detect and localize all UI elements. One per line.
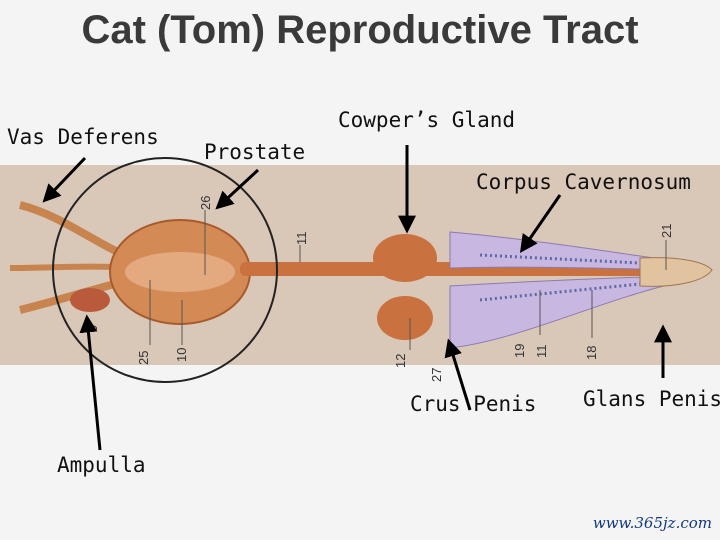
ref-number: 21 [659,224,674,238]
ref-number: 10 [174,348,189,362]
prostate-arrow [215,168,260,210]
ampulla-arrow [79,314,102,451]
ref-number: 11 [294,232,309,246]
page-title: Cat (Tom) Reproductive Tract [81,8,639,52]
ref-number: 27 [429,368,444,382]
crus-penis-arrow [444,338,472,411]
ref-number: 19 [512,344,527,358]
label-vas-deferens: Vas Deferens [7,125,159,149]
corpus-cavernosum-arrow [519,194,562,253]
ref-number: 18 [584,346,599,360]
label-cowpers-gland: Cowper’s Gland [338,108,516,132]
cowpers-gland-lower [377,296,433,340]
ref-number: 11 [534,345,549,359]
ref-number: 12 [393,354,408,368]
label-prostate: Prostate [204,140,306,164]
cowpers-gland-upper [373,234,437,282]
label-corpus-cavernosum: Corpus Cavernosum [476,170,691,194]
glans-penis-shape [639,257,713,287]
vas-deferens-arrow [42,156,87,203]
ref-number: 26 [198,196,213,210]
label-crus-penis: Crus Penis [410,392,537,416]
label-glans-penis: Glans Penis [583,387,720,411]
prostate-circle [52,157,278,383]
watermark: www.365jz.com [592,514,712,532]
ampulla-shape [70,288,110,312]
label-ampulla: Ampulla [57,453,146,477]
ref-number: 25 [136,351,151,365]
